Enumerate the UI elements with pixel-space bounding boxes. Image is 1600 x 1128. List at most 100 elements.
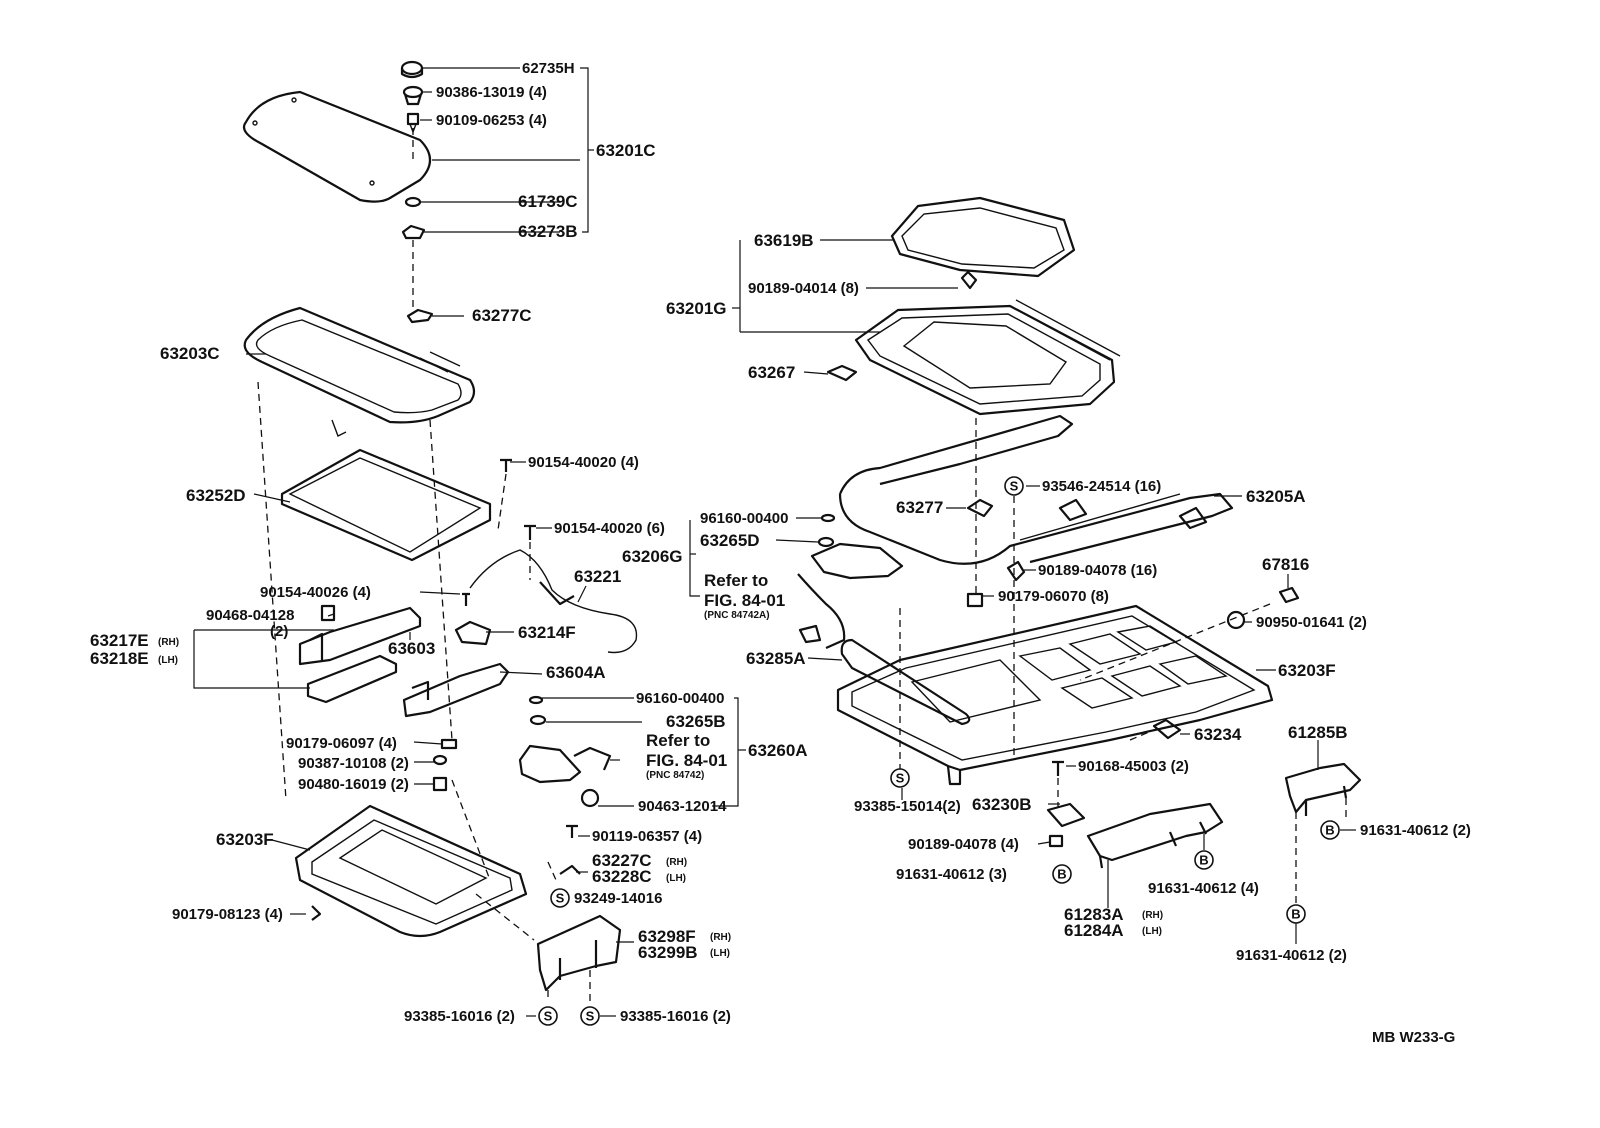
label-63285A: 63285A [746, 649, 806, 668]
label-63265D: 63265D [700, 531, 760, 550]
label-90386-13019: 90386-13019 (4) [436, 84, 547, 101]
label-61284A: 61284A [1064, 921, 1124, 940]
label-63234: 63234 [1194, 725, 1242, 744]
knob-62735H [400, 60, 424, 76]
label-93385-16016-a: 93385-16016 (2) [404, 1008, 515, 1025]
label-63299B: 63299B [638, 943, 698, 962]
label-90154-40026: 90154-40026 (4) [260, 584, 371, 601]
s-symbol: S [1004, 476, 1024, 496]
label-90189-04078-16: 90189-04078 (16) [1038, 562, 1157, 579]
label-90189-04014: 90189-04014 (8) [748, 280, 859, 297]
b-symbol: B [1052, 864, 1072, 884]
label-63221: 63221 [574, 567, 621, 586]
label-fig-a: FIG. 84-01 [704, 591, 785, 610]
label-rh: (RH) [1142, 910, 1163, 921]
label-63205A: 63205A [1246, 487, 1306, 506]
doc-code: MB W233-G [1372, 1029, 1455, 1046]
bracket-61285B [1284, 762, 1362, 814]
label-63277C: 63277C [472, 306, 532, 325]
label-90480-16019: 90480-16019 (2) [298, 776, 409, 793]
label-90468-04128: 90468-04128 [206, 607, 294, 624]
glass-frame-63201G [854, 304, 1116, 416]
label-90154-40020-6: 90154-40020 (6) [554, 520, 665, 537]
svg-text:B: B [1325, 823, 1334, 838]
screw-90109 [406, 112, 420, 126]
svg-text:S: S [556, 891, 565, 906]
label-63603: 63603 [388, 639, 435, 658]
drive-motor-63260A [518, 744, 582, 784]
sunshade-panel-63252D [280, 448, 492, 562]
drive-rail-63205A [838, 414, 1074, 495]
svg-text:B: B [1057, 867, 1066, 882]
label-96160-00400-b: 96160-00400 [636, 690, 724, 707]
sunshade-frame-63203C [243, 306, 476, 424]
label-rh: (RH) [710, 932, 731, 943]
s-symbol: S [580, 1006, 600, 1026]
b-symbol: B [1320, 820, 1340, 840]
bracket-63230B [1046, 802, 1086, 828]
slide-63604A [402, 662, 510, 718]
label-62735H: 62735H [522, 60, 575, 77]
motor-63206G [810, 542, 904, 580]
label-63217E: 63217E [90, 631, 149, 650]
label-63203F-left: 63203F [216, 830, 274, 849]
handle-63217E [298, 606, 422, 666]
label-67816: 67816 [1262, 555, 1309, 574]
circle-symbols: S S S S S B B B B [538, 476, 1340, 1026]
label-63230B: 63230B [972, 795, 1032, 814]
label-91631-40612-b: 91631-40612 (2) [1236, 947, 1347, 964]
label-96160-00400-a: 96160-00400 [700, 510, 788, 527]
b-symbol: B [1194, 850, 1214, 870]
block-63234 [1152, 718, 1182, 740]
part-labels: 62735H 90386-13019 (4) 90109-06253 (4) 6… [90, 60, 1471, 1046]
label-90119-06357: 90119-06357 (4) [592, 828, 702, 845]
label-63206G: 63206G [622, 547, 683, 566]
label-91631-40612-r: 91631-40612 (2) [1360, 822, 1471, 839]
label-refer-to-a: Refer to [704, 571, 768, 590]
main-housing-63203F-right [836, 604, 1274, 772]
label-63203C: 63203C [160, 344, 220, 363]
label-63273B: 63273B [518, 222, 578, 241]
label-lh: (LH) [1142, 926, 1162, 937]
label-63260A: 63260A [748, 741, 808, 760]
s-symbol: S [550, 888, 570, 908]
s-symbol: S [538, 1006, 558, 1026]
right-housing-assembly [797, 196, 1362, 904]
label-pnc-b: (PNC 84742) [646, 770, 704, 781]
label-63227C: 63227C [592, 851, 652, 870]
svg-text:S: S [544, 1009, 553, 1024]
label-63214F: 63214F [518, 623, 576, 642]
guide-63285A [840, 638, 971, 726]
b-symbol: B [1286, 904, 1306, 924]
label-93385-16016-b: 93385-16016 (2) [620, 1008, 731, 1025]
label-lh: (LH) [158, 655, 178, 666]
label-90109-06253: 90109-06253 (4) [436, 112, 547, 129]
trim-63218E [306, 654, 398, 704]
label-91631-40612-4: 91631-40612 (4) [1148, 880, 1259, 897]
label-fig-b: FIG. 84-01 [646, 751, 727, 770]
label-63201G: 63201G [666, 299, 727, 318]
label-90179-06070: 90179-06070 (8) [998, 588, 1109, 605]
label-rh: (RH) [158, 637, 179, 648]
svg-text:S: S [896, 771, 905, 786]
label-90463-12014: 90463-12014 [638, 798, 727, 815]
bracket-63298F [536, 914, 622, 992]
cable-63221 [469, 549, 638, 654]
label-91631-40612-3: 91631-40612 (3) [896, 866, 1007, 883]
label-63265B: 63265B [666, 712, 726, 731]
glass-panel-63201C [242, 90, 432, 203]
label-90179-08123: 90179-08123 (4) [172, 906, 283, 923]
label-90179-06097: 90179-06097 (4) [286, 735, 397, 752]
label-90387-10108: 90387-10108 (2) [298, 755, 409, 772]
label-lh: (LH) [710, 948, 730, 959]
label-90950-01641: 90950-01641 (2) [1256, 614, 1367, 631]
label-61285B: 61285B [1288, 723, 1348, 742]
svg-text:B: B [1199, 853, 1208, 868]
label-63267: 63267 [748, 363, 795, 382]
svg-text:S: S [1010, 479, 1019, 494]
clip-90386 [402, 85, 424, 99]
washer-61739C [404, 196, 422, 208]
label-63252D: 63252D [186, 486, 246, 505]
label-61283A: 61283A [1064, 905, 1124, 924]
